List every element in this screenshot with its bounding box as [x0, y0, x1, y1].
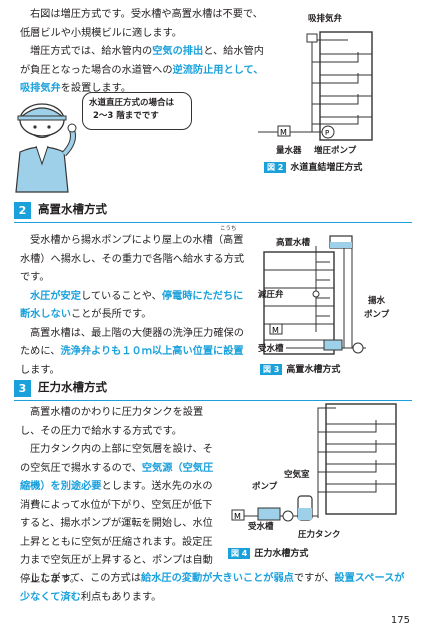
fig4-label-air: 空気室: [284, 470, 310, 480]
body-line: ために、洗浄弁よりも１０ｍ以上高い位置に設置: [20, 346, 244, 357]
body-line: 受水槽から揚水ポンプにより屋上の水槽（高置: [30, 235, 244, 246]
fig4-label-pump: ポンプ: [252, 482, 278, 492]
fig3-label-pump: 揚水: [368, 296, 386, 306]
fig3-label-valve: 減圧弁: [258, 290, 284, 300]
ruby-koochi: こうち: [220, 226, 237, 232]
body-line: の空気圧で揚水するので、空気源（空気圧: [20, 462, 214, 474]
intro-line: が負圧となった場合の水道管への逆流防止用として、: [20, 64, 264, 76]
fig3-label-tank: 高置水槽: [276, 238, 311, 248]
fig2-label-pump: 増圧ポンプ: [314, 146, 357, 156]
body-line: 断水しないことが長所です。: [20, 309, 152, 320]
body-line: し、その圧力で給水する方式です。: [20, 425, 182, 437]
section-2-title: 高置水槽方式: [38, 202, 107, 216]
section-2-number: 2: [14, 202, 31, 219]
fig4-label-tank: 圧力タンク: [298, 530, 341, 540]
body-line: 消費によって水位が下がり、空気圧が低下: [20, 499, 213, 511]
body-line: 圧力タンク内の上部に空気層を設け、そ: [30, 444, 213, 455]
section-3-body: 高置水槽のかわりに圧力タンクを設置 し、その圧力で給水する方式です。 圧力タンク…: [20, 404, 213, 589]
body-line: 力まで空気圧が上昇すると、ポンプは自動: [20, 555, 213, 566]
body-line: 水圧が安定していることや、停電時にただちに: [30, 290, 244, 302]
closing-line: したがって、この方式は給水圧の変動が大きいことが弱点ですが、設置スペースが: [30, 573, 405, 584]
intro-line: 右図は増圧方式です。受水槽や高置水槽は不要で、: [30, 9, 263, 20]
closing-line: 少なくて済む利点もあります。: [20, 591, 162, 603]
body-line: 停止します。: [20, 573, 81, 585]
fig2-label-meter: 量水器: [276, 146, 302, 156]
svg-text:M: M: [272, 326, 279, 335]
worker-character-illustration: [15, 103, 77, 193]
intro-line: 吸排気弁を設置します。: [20, 83, 132, 94]
body-line: 上昇とともに空気が圧縮されます。設定圧: [20, 536, 213, 548]
fig2-label-valve: 吸排気弁: [308, 14, 343, 24]
body-line: です。: [20, 272, 50, 283]
intro-line: 低層ビルや小規模ビルに適します。: [20, 27, 182, 39]
fig4-label-recv: 受水槽: [248, 522, 274, 532]
body-line: します。: [20, 364, 60, 376]
fig3-label-recv: 受水槽: [258, 344, 284, 354]
figure-3-diagram: M: [263, 235, 366, 355]
svg-text:M: M: [234, 512, 241, 521]
figure-4-diagram: M: [231, 403, 397, 522]
section-3-heading: 3 圧力水槽方式: [14, 378, 412, 401]
body-line: 高置水槽は、最上階の大便器の洗浄圧力確保の: [30, 327, 244, 339]
figure-2-diagram: M P: [258, 31, 373, 141]
intro-line: 増圧方式では、給水管内の空気の排出と、給水管内: [30, 46, 264, 57]
section-3-title: 圧力水槽方式: [38, 380, 107, 394]
bubble-line: 水道直圧方式の場合は: [89, 98, 175, 108]
svg-text:M: M: [280, 128, 287, 137]
body-line: 高置水槽のかわりに圧力タンクを設置: [30, 407, 204, 418]
page-number: 175: [390, 615, 410, 626]
body-line: 水槽）へ揚水し、その重力で各階へ給水する方式: [20, 253, 245, 265]
bubble-line: 2～3 階までです: [93, 111, 159, 121]
section-2-heading: 2 高置水槽方式: [14, 200, 412, 223]
section-3-number: 3: [14, 380, 31, 397]
svg-text:P: P: [325, 129, 329, 137]
intro-paragraph: 右図は増圧方式です。受水槽や高置水槽は不要で、 低層ビルや小規模ビルに適します。…: [20, 6, 264, 99]
speech-bubble: 水道直圧方式の場合は 2～3 階までです: [82, 92, 192, 130]
section-2-body: こうち 受水槽から揚水ポンプにより屋上の水槽（高置 水槽）へ揚水し、その重力で各…: [20, 226, 245, 380]
fig3-label-pump2: ポンプ: [364, 310, 390, 320]
body-line: すると、揚水ポンプが運転を開始し、水位: [20, 518, 213, 529]
closing-paragraph: したがって、この方式は給水圧の変動が大きいことが弱点ですが、設置スペースが 少な…: [20, 570, 405, 607]
body-line: 縮機）を別途必要とします。送水先の水の: [20, 481, 213, 492]
